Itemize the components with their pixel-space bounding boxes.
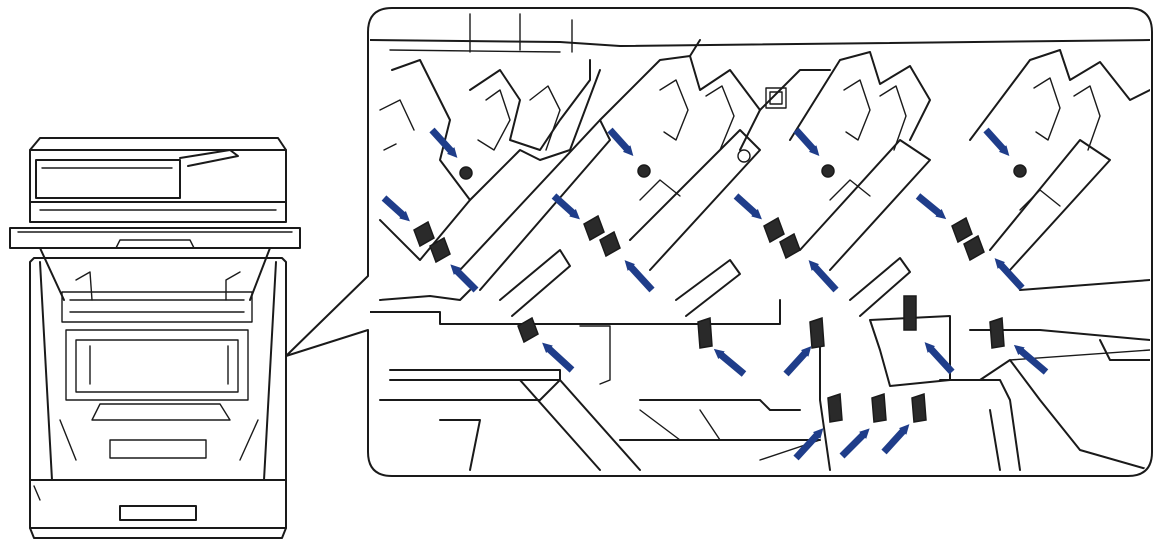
arrow-icon bbox=[924, 342, 955, 375]
arrow-icon bbox=[429, 127, 458, 158]
drum-unit-3 bbox=[789, 51, 931, 271]
arrow-icon bbox=[624, 260, 655, 293]
printer-illustration bbox=[9, 137, 301, 539]
detail-view bbox=[370, 13, 1150, 471]
pin-3 bbox=[821, 164, 835, 178]
drum-unit-2 bbox=[599, 39, 831, 271]
arrow-icon bbox=[793, 127, 820, 156]
callout-bubble bbox=[285, 7, 1153, 477]
pointer-arrows bbox=[381, 127, 1049, 461]
arrow-icon bbox=[881, 424, 910, 455]
arrow-icon bbox=[733, 193, 762, 220]
arrow-icon bbox=[793, 428, 824, 461]
part-pairs bbox=[413, 214, 985, 264]
arrow-icon bbox=[713, 348, 747, 377]
arrow-icon bbox=[551, 193, 580, 220]
arrow-icon bbox=[915, 193, 947, 220]
arrow-icon bbox=[783, 346, 812, 377]
pin-1 bbox=[459, 166, 473, 180]
arrow-icon bbox=[607, 127, 634, 156]
arrow-icon bbox=[994, 258, 1025, 291]
drum-unit-4 bbox=[969, 49, 1150, 291]
arrow-icon bbox=[542, 342, 575, 373]
arrow-icon bbox=[1013, 344, 1049, 375]
arrow-icon bbox=[450, 264, 479, 293]
drum-unit-1 bbox=[379, 59, 611, 291]
pin-4 bbox=[1013, 164, 1027, 178]
single-parts bbox=[517, 316, 1005, 423]
arrow-icon bbox=[839, 428, 870, 459]
arrow-icon bbox=[381, 195, 410, 222]
pin-2 bbox=[637, 164, 651, 178]
arrow-icon bbox=[808, 260, 839, 293]
arrow-icon bbox=[983, 127, 1010, 156]
